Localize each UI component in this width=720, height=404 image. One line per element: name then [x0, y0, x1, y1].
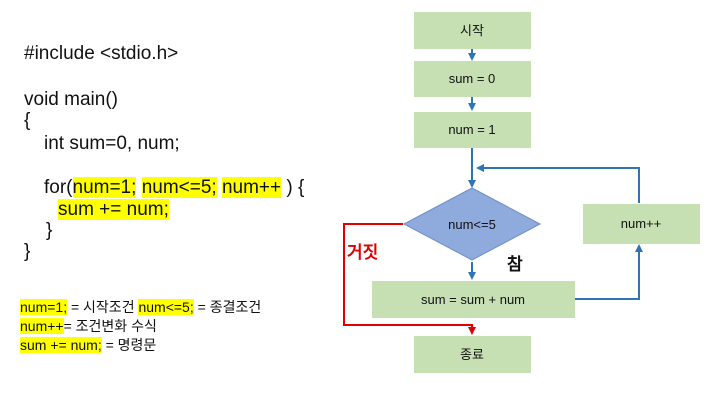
note-code: num=1; — [20, 299, 68, 315]
arrow-body-to-update — [575, 244, 643, 300]
code-for-line: for(num=1; num<=5; num++ ) { — [44, 176, 304, 199]
note-line-3: sum += num; = 명령문 — [20, 336, 156, 355]
start-box: 시작 — [414, 12, 531, 49]
body-box: sum = sum + num — [372, 281, 575, 318]
init-num-label: num = 1 — [448, 122, 495, 137]
code-open-brace: { — [24, 110, 31, 131]
code-outer-close: } — [24, 241, 31, 262]
start-label: 시작 — [460, 23, 484, 38]
body-label: sum = sum + num — [421, 292, 525, 307]
note-line-2: num++= 조건변화 수식 — [20, 317, 157, 336]
code-inner-close: } — [46, 220, 53, 241]
code-for-cond: num<=5; — [141, 177, 217, 198]
arrow-update-loop-back — [476, 164, 640, 203]
update-box: num++ — [583, 204, 700, 244]
init-sum-box: sum = 0 — [414, 61, 531, 97]
note-text: = 조건변화 수식 — [63, 318, 157, 334]
code-decl: int sum=0, num; — [44, 133, 180, 154]
code-include: #include <stdio.h> — [24, 43, 179, 64]
code-main: void main() — [24, 89, 118, 110]
code-for-suffix: ) { — [281, 177, 305, 198]
end-box: 종료 — [414, 336, 531, 373]
note-line-1: num=1; = 시작조건 num<=5; = 종결조건 — [20, 298, 261, 317]
code-for-init: num=1; — [72, 177, 137, 198]
code-body-text: sum += num; — [58, 199, 169, 220]
code-for-prefix: for( — [44, 177, 73, 198]
init-sum-label: sum = 0 — [449, 71, 496, 86]
true-label: 참 — [507, 254, 523, 275]
init-num-box: num = 1 — [414, 112, 531, 148]
condition-label: num<=5 — [448, 217, 496, 232]
connectors — [343, 49, 643, 335]
update-label: num++ — [621, 216, 661, 231]
note-text: = 시작조건 — [67, 299, 139, 315]
end-label: 종료 — [460, 347, 484, 362]
false-label: 거짓 — [347, 243, 378, 263]
arrow-false-to-end — [343, 223, 476, 335]
note-text: = 명령문 — [101, 337, 157, 353]
code-for-step: num++ — [221, 177, 282, 198]
condition-diamond: num<=5 — [402, 187, 542, 261]
note-text: = 종결조건 — [193, 299, 262, 315]
code-body: sum += num; — [58, 198, 169, 221]
note-code: sum += num; — [20, 337, 102, 353]
note-code: num<=5; — [138, 299, 194, 315]
note-code: num++ — [20, 318, 64, 334]
